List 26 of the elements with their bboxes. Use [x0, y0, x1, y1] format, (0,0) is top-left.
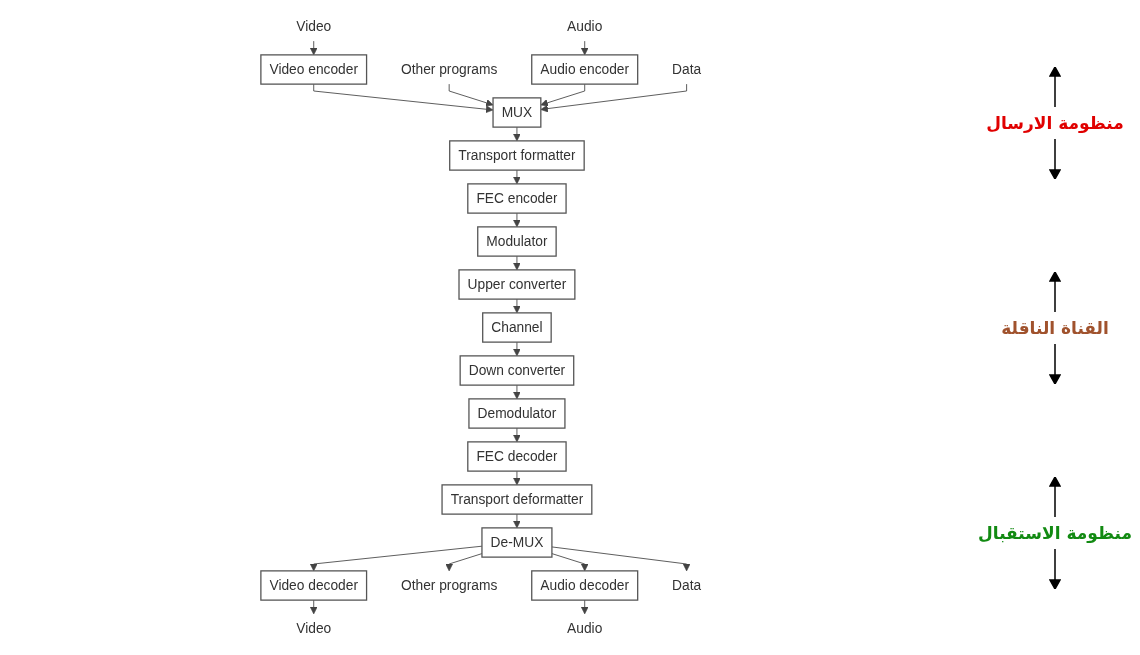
node-box: Transport deformatter: [441, 484, 593, 515]
node-text: Other programs: [400, 577, 498, 593]
node-text: Video: [295, 620, 331, 636]
node-box: Channel: [481, 312, 552, 343]
node-box: Video decoder: [259, 570, 367, 601]
node-text: Audio: [566, 620, 602, 636]
node-box: Audio encoder: [530, 54, 638, 85]
section-label: منظومة الارسال: [986, 112, 1124, 133]
node-box: Modulator: [476, 226, 557, 257]
node-box: Demodulator: [468, 398, 566, 429]
node-text: Video: [295, 18, 331, 34]
node-box: De-MUX: [481, 527, 553, 558]
node-box: Transport formatter: [448, 140, 585, 171]
node-text: Other programs: [400, 61, 498, 77]
node-box: Down converter: [459, 355, 575, 386]
node-text: Data: [671, 61, 701, 77]
node-box: Video encoder: [259, 54, 367, 85]
node-box: MUX: [492, 97, 542, 128]
section-label: القناة الناقلة: [1001, 317, 1109, 338]
node-box: Audio decoder: [530, 570, 638, 601]
node-text: Audio: [566, 18, 602, 34]
node-box: FEC decoder: [466, 441, 567, 472]
node-box: Upper converter: [458, 269, 576, 300]
node-text: Data: [671, 577, 701, 593]
section-label: منظومة الاستقبال: [978, 522, 1132, 543]
node-box: FEC encoder: [466, 183, 567, 214]
